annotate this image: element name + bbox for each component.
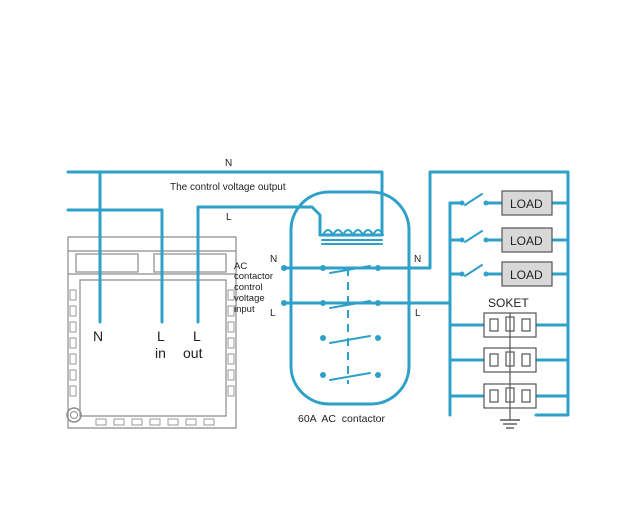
timer-l-out-label-2: out	[183, 345, 203, 361]
timer-n-label: N	[93, 328, 103, 344]
contactor-left-l-label: L	[270, 308, 276, 319]
load-label-1: LOAD	[510, 197, 543, 211]
coil-n-label: N	[270, 254, 277, 265]
timer-vent-slots-left	[69, 289, 77, 397]
timer-device	[66, 236, 237, 429]
load-box-2	[501, 227, 553, 253]
svg-text:control: control	[234, 282, 263, 293]
contactor-right-l-label: L	[415, 308, 421, 319]
output-bus	[376, 170, 570, 417]
timer-l-out-label-1: L	[193, 328, 201, 344]
control-voltage-output-label: The control voltage output	[170, 182, 286, 193]
ground-icon	[500, 419, 520, 429]
svg-text:AC: AC	[234, 261, 247, 272]
contactor-coil	[318, 229, 384, 245]
sockets	[483, 312, 537, 429]
svg-text:voltage: voltage	[234, 293, 265, 304]
load-boxes	[501, 190, 553, 287]
contactor-contacts	[320, 265, 381, 384]
load-label-2: LOAD	[510, 234, 543, 248]
top-n-label: N	[225, 158, 232, 169]
contactor-housing	[289, 190, 411, 406]
timer-vent-slots-right	[227, 289, 235, 397]
load-label-3: LOAD	[510, 268, 543, 282]
socket-label: SOKET	[488, 296, 529, 310]
contactor-control-input-label: AC contactor control voltage input	[234, 261, 273, 315]
contactor-name-label: 60A AC contactor	[298, 413, 385, 425]
top-l-label: L	[226, 212, 232, 223]
timer-mounting-hole	[66, 407, 82, 423]
svg-text:contactor: contactor	[234, 271, 273, 282]
contactor-right-n-label: N	[414, 254, 421, 265]
ac-contactor	[281, 190, 411, 406]
load-box-3	[501, 261, 553, 287]
svg-text:input: input	[234, 304, 255, 315]
mains-wiring	[66, 170, 384, 324]
timer-vent-slots-bottom	[95, 418, 215, 426]
timer-l-in-label-1: L	[157, 328, 165, 344]
load-box-1	[501, 190, 553, 216]
timer-l-in-label-2: in	[155, 345, 166, 361]
